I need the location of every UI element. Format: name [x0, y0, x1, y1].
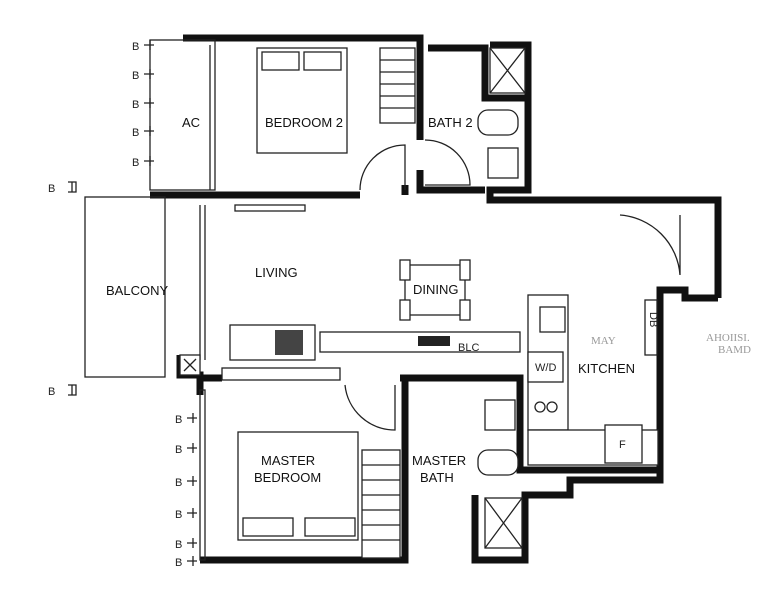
- bay-marker: B: [132, 99, 139, 111]
- bath2-fixtures: [424, 47, 526, 186]
- label-may: MAY: [591, 335, 616, 347]
- label-db: DB: [647, 312, 659, 327]
- entrance-door: [619, 214, 681, 276]
- bay-marker: B: [175, 557, 182, 569]
- room-label-bedroom2: BEDROOM 2: [265, 115, 343, 130]
- bay-marker: B: [175, 477, 182, 489]
- bay-marker: B: [175, 414, 182, 426]
- room-label-master-bedroom-1: MASTER: [261, 453, 315, 468]
- bay-marker: B: [48, 386, 55, 398]
- bay-marker-line: [144, 156, 154, 166]
- label-fridge: F: [619, 439, 626, 451]
- bay-marker: B: [132, 41, 139, 53]
- room-label-living: LIVING: [255, 265, 298, 280]
- bay-marker-line: [187, 443, 197, 453]
- label-washer-dryer: W/D: [535, 362, 556, 374]
- room-label-ac: AC: [182, 115, 200, 130]
- bay-marker: B: [175, 444, 182, 456]
- room-label-balcony: BALCONY: [106, 283, 168, 298]
- bay-marker-line: [68, 181, 77, 193]
- label-shelter-2: BAMD: [718, 344, 751, 356]
- bay-marker-line: [144, 98, 154, 108]
- bay-marker: B: [132, 127, 139, 139]
- bay-marker: B: [48, 183, 55, 195]
- bay-marker-line: [187, 476, 197, 486]
- kitchen-counter: [527, 294, 659, 466]
- room-label-bath2: BATH 2: [428, 115, 473, 130]
- bay-marker-line: [144, 126, 154, 136]
- outlines: [84, 39, 306, 561]
- bay-marker: B: [132, 157, 139, 169]
- room-label-master-bath-2: BATH: [420, 470, 454, 485]
- bay-marker-line: [68, 384, 77, 396]
- bay-marker-line: [187, 538, 197, 548]
- bay-marker: B: [132, 70, 139, 82]
- label-shelter-1: AHOIISI.: [706, 332, 750, 344]
- bedroom2-furniture: [256, 47, 416, 191]
- column: [179, 354, 201, 376]
- bay-marker-line: [144, 40, 154, 50]
- bay-marker: B: [175, 509, 182, 521]
- master-bedroom-furniture: [237, 384, 401, 559]
- room-label-master-bedroom-2: BEDROOM: [254, 470, 321, 485]
- master-bath-fixtures: [477, 399, 523, 549]
- bay-marker: B: [175, 539, 182, 551]
- room-label-dining: DINING: [413, 282, 459, 297]
- bay-marker-line: [144, 69, 154, 79]
- label-blc: BLC: [458, 342, 479, 354]
- room-label-kitchen: KITCHEN: [578, 361, 635, 376]
- room-label-master-bath-1: MASTER: [412, 453, 466, 468]
- bay-marker-line: [187, 413, 197, 423]
- dining-table: [399, 259, 471, 321]
- bay-marker-line: [187, 556, 197, 566]
- bay-marker-line: [187, 508, 197, 518]
- living-console: [221, 324, 521, 381]
